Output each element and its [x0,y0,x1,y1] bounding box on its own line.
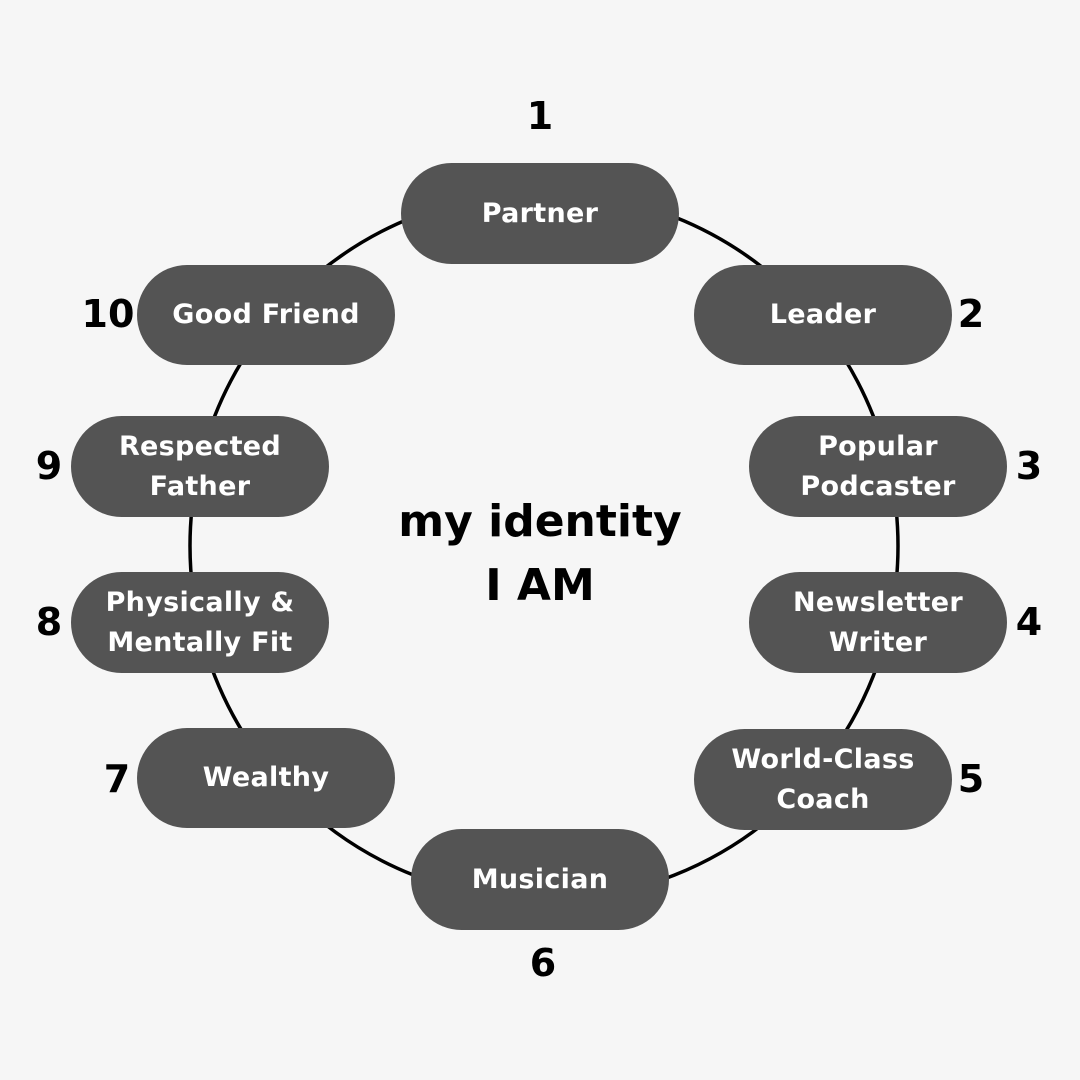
identity-pill-wealthy: Wealthy [137,728,395,828]
pill-label-line1: World-Class [731,743,915,775]
center-title-line2: I AM [485,560,595,611]
pill-label-line1: Leader [769,299,877,330]
identity-number-3: 3 [1015,444,1043,488]
pill-label: Newsletter Writer [793,583,963,663]
identity-pill-popular-podcaster: Popular Podcaster [749,416,1007,517]
identity-number-9: 9 [35,444,63,488]
pill-label-line2: Writer [828,626,928,658]
pill-label: Wealthy [203,758,329,798]
pill-label: Respected Father [119,427,281,507]
pill-label-line2: Father [149,470,251,502]
identity-pill-world-class-coach: World-Class Coach [694,729,952,830]
identity-pill-good-friend: Good Friend [137,265,395,365]
pill-label: Musician [472,860,609,900]
pill-label: Popular Podcaster [800,427,955,507]
pill-label: World-Class Coach [731,740,914,820]
pill-label: Partner [482,194,598,234]
identity-number-8: 8 [35,600,63,644]
identity-number-4: 4 [1015,600,1043,644]
center-title-line1: my identity [398,496,682,547]
center-title: my identity I AM [340,490,740,618]
pill-label-line2: Mentally Fit [107,626,293,658]
identity-pill-physically-mentally-fit: Physically & Mentally Fit [71,572,329,673]
identity-number-6: 6 [529,941,557,985]
identity-pill-partner: Partner [401,163,679,264]
pill-label-line1: Good Friend [172,299,360,330]
identity-pill-respected-father: Respected Father [71,416,329,517]
identity-number-2: 2 [957,292,985,336]
pill-label-line1: Physically & [105,586,295,618]
pill-label-line1: Partner [481,197,599,229]
pill-label-line2: Coach [776,783,870,815]
identity-pill-newsletter-writer: Newsletter Writer [749,572,1007,673]
pill-label-line1: Popular [818,430,938,462]
identity-number-7: 7 [103,757,131,801]
identity-number-5: 5 [957,757,985,801]
pill-label-line1: Wealthy [202,762,330,793]
pill-label-line1: Newsletter [793,586,963,618]
pill-label: Physically & Mentally Fit [106,583,295,663]
identity-number-10: 10 [81,292,135,336]
identity-number-1: 1 [526,94,554,138]
identity-pill-leader: Leader [694,265,952,365]
pill-label-line2: Podcaster [800,470,956,502]
pill-label-line1: Musician [471,863,609,895]
pill-label: Leader [770,295,877,335]
identity-pill-musician: Musician [411,829,669,930]
pill-label: Good Friend [172,295,359,335]
pill-label-line1: Respected [118,430,282,462]
